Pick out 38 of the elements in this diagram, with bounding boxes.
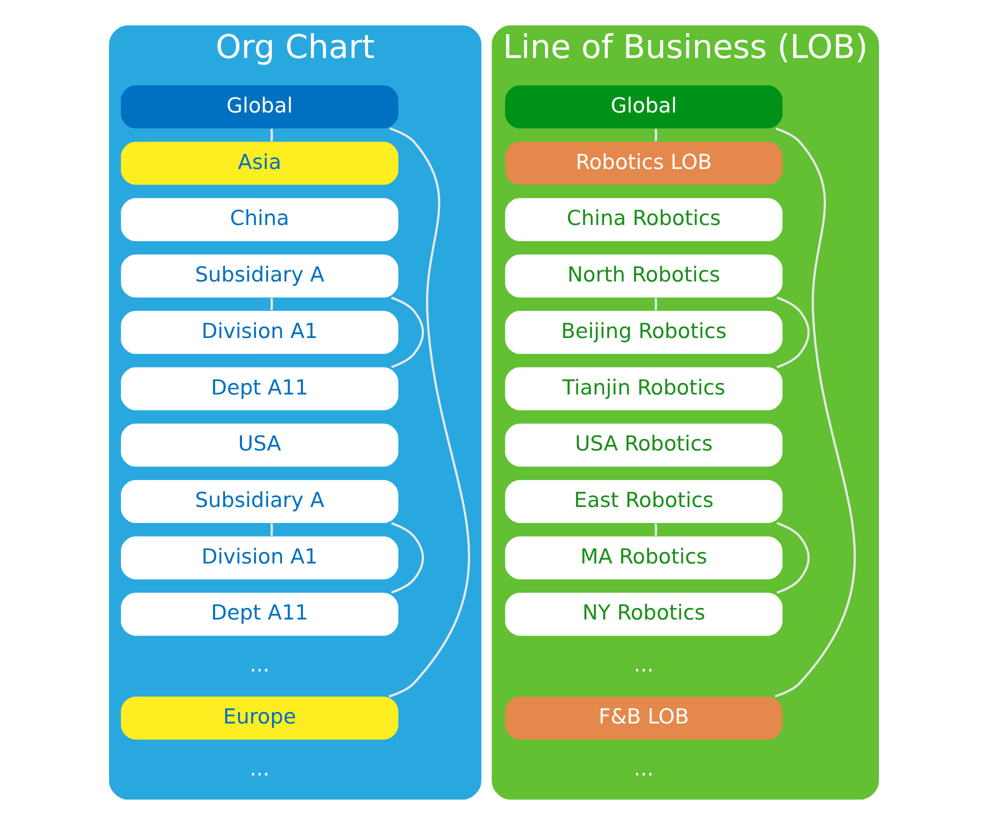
connector [270, 128, 273, 142]
connector [654, 523, 658, 536]
connector [776, 296, 810, 368]
connector [654, 128, 658, 142]
label: ... [250, 652, 270, 677]
connector [270, 298, 273, 310]
node-box: East Robotics [505, 480, 783, 524]
node-box: Division A1 [120, 310, 398, 354]
node-box: MA Robotics [505, 536, 783, 580]
node-box: F&B LOB [505, 696, 783, 740]
label: ... [250, 756, 270, 780]
node-box: Dept A11 [120, 592, 398, 636]
node-box: Asia [120, 142, 398, 185]
node-box: USA [120, 424, 398, 467]
label: ... [634, 756, 654, 780]
connector [388, 127, 470, 698]
node-box: Division A1 [120, 536, 398, 580]
connector [774, 128, 856, 698]
label: ... [634, 652, 654, 677]
connector [654, 298, 658, 310]
connector [391, 296, 424, 368]
node-box: USA Robotics [505, 424, 783, 467]
node-box: Global [505, 85, 783, 128]
node-box: Europe [120, 696, 398, 740]
node-box: Beijing Robotics [505, 310, 783, 354]
node-box: Tianjin Robotics [505, 367, 783, 410]
node-box: Subsidiary A [120, 480, 398, 524]
node-box: China Robotics [505, 198, 783, 242]
node-box: China [120, 198, 398, 242]
connector [391, 522, 424, 594]
node-box: Dept A11 [120, 367, 398, 410]
connector [776, 522, 810, 594]
node-box: Robotics LOB [505, 142, 783, 185]
node-box: NY Robotics [505, 592, 783, 636]
node-box: North Robotics [505, 254, 783, 298]
node-box: Subsidiary A [120, 254, 398, 298]
node-box: Global [120, 85, 398, 128]
connector [270, 523, 273, 536]
